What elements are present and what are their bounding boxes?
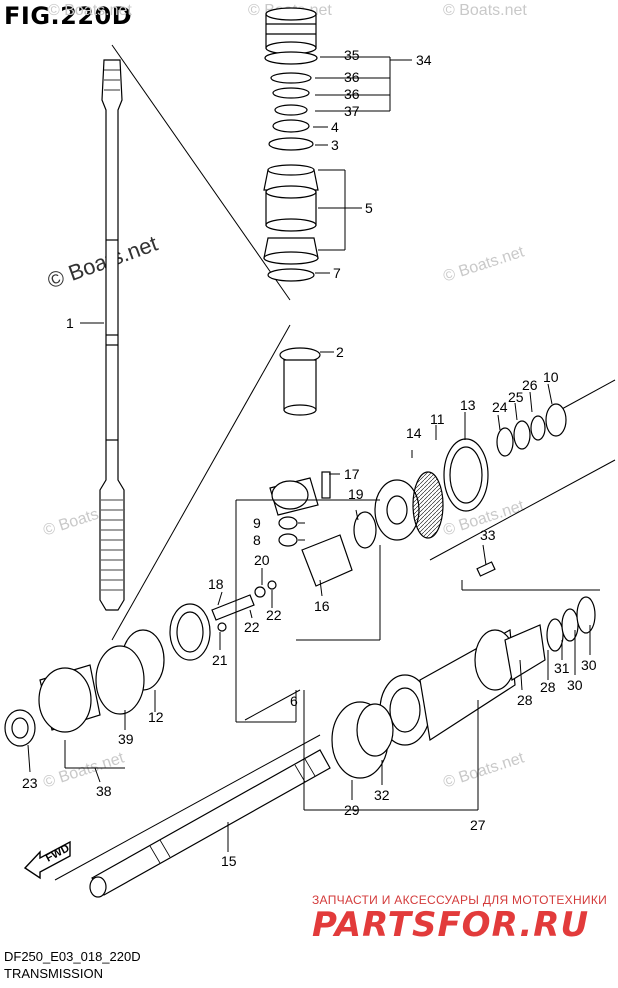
callout-28b: 28 <box>540 679 556 695</box>
callout-labels: 1 2 3 4 5 6 7 8 9 10 11 12 13 14 15 16 1… <box>22 47 597 869</box>
callout-13: 13 <box>460 397 476 413</box>
callout-23: 23 <box>22 775 38 791</box>
callout-12: 12 <box>148 709 164 725</box>
callout-9: 9 <box>253 515 261 531</box>
guide-lines <box>54 44 616 881</box>
propeller-shaft <box>89 749 331 898</box>
figure-code: DF250_E03_018_220D <box>4 949 141 964</box>
watermark: © Boats.net <box>48 2 132 19</box>
callout-38: 38 <box>96 783 112 799</box>
callout-36b: 36 <box>344 86 360 102</box>
bearing-housing-assembly <box>263 7 321 416</box>
promo-text: ЗАПЧАСТИ И АКСЕССУАРЫ ДЛЯ МОТОТЕХНИКИ <box>312 893 608 907</box>
callout-18: 18 <box>208 576 224 592</box>
callout-22a: 22 <box>244 619 260 635</box>
callout-35: 35 <box>344 47 360 63</box>
callout-17: 17 <box>344 466 360 482</box>
callout-37: 37 <box>344 103 360 119</box>
callout-15: 15 <box>221 853 237 869</box>
callout-5: 5 <box>365 200 373 216</box>
callout-1: 1 <box>66 315 74 331</box>
callout-4: 4 <box>331 119 339 135</box>
reverse-gear-assembly <box>4 603 211 747</box>
callout-33: 33 <box>480 527 496 543</box>
callout-14: 14 <box>406 425 422 441</box>
fwd-arrow-icon <box>23 840 71 880</box>
callout-7: 7 <box>333 265 341 281</box>
callout-22b: 22 <box>266 607 282 623</box>
callout-36a: 36 <box>344 69 360 85</box>
callout-24: 24 <box>492 399 508 415</box>
callout-29: 29 <box>344 802 360 818</box>
callout-10: 10 <box>543 369 559 385</box>
callout-31: 31 <box>554 660 570 676</box>
callout-19: 19 <box>348 486 364 502</box>
leader-lines <box>27 56 600 852</box>
figure-title: FIG.220D <box>4 2 133 30</box>
callout-21: 21 <box>212 652 228 668</box>
callout-6: 6 <box>290 693 298 709</box>
callout-16: 16 <box>314 598 330 614</box>
callout-30b: 30 <box>581 657 597 673</box>
callout-32: 32 <box>374 787 390 803</box>
callout-39: 39 <box>118 731 134 747</box>
clutch-dog <box>211 471 377 632</box>
callout-30a: 30 <box>567 677 583 693</box>
pinion-gear <box>269 477 319 547</box>
callout-8: 8 <box>253 532 261 548</box>
callout-2: 2 <box>336 344 344 360</box>
brand-logo: PARTSFOR.RU <box>312 905 590 945</box>
drive-shaft <box>99 59 125 611</box>
forward-gear <box>374 403 567 541</box>
propeller-shaft-housing <box>331 561 596 779</box>
callout-3: 3 <box>331 137 339 153</box>
figure-name: TRANSMISSION <box>4 966 103 981</box>
callout-27: 27 <box>470 817 486 833</box>
callout-26: 26 <box>522 377 538 393</box>
callout-20: 20 <box>254 552 270 568</box>
callout-11: 11 <box>430 411 445 427</box>
callout-25: 25 <box>508 389 524 405</box>
callout-28a: 28 <box>517 692 533 708</box>
watermark: © Boats.net <box>443 2 527 19</box>
callout-34: 34 <box>416 52 432 68</box>
